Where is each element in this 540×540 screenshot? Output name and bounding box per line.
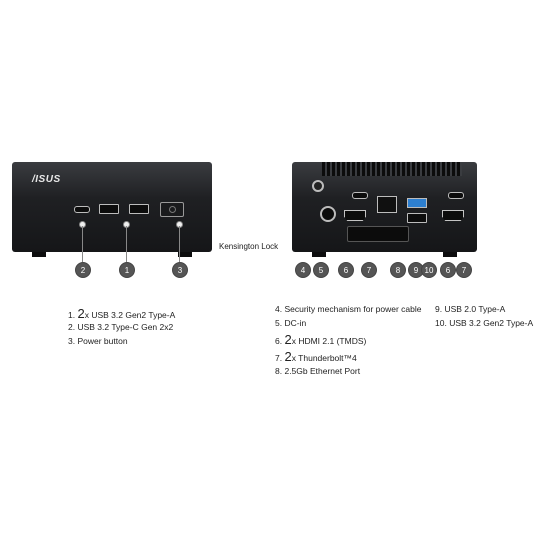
legend-item-10: 10. USB 3.2 Gen2 Type-A (435, 318, 534, 328)
kensington-lock-label: Kensington Lock (219, 242, 279, 251)
back-panel-image (292, 162, 477, 257)
callout-10: 10 (421, 262, 437, 278)
callout-7b: 7 (456, 262, 472, 278)
legend-item-9: 9. USB 2.0 Type-A (435, 304, 506, 314)
hdmi-port-2 (442, 210, 464, 221)
legend-item-2: 2. USB 3.2 Type-C Gen 2x2 (68, 322, 174, 332)
legend-item-1: 1. 2x USB 3.2 Gen2 Type-A (68, 306, 176, 321)
dc-in-port (320, 206, 336, 222)
legend-item-6: 6. 2x HDMI 2.1 (TMDS) (275, 332, 367, 347)
top-vent (322, 162, 462, 176)
ethernet-port (377, 196, 397, 213)
back-foot-right (443, 252, 457, 257)
hdmi-port-1 (344, 210, 366, 221)
legend-item-7: 7. 2x Thunderbolt™4 (275, 349, 357, 364)
usb-a-gen2-port (407, 198, 427, 208)
front-foot-left (32, 252, 46, 257)
callout-1: 1 (119, 262, 135, 278)
usb-a-port-2 (129, 204, 149, 214)
legend-item-3: 3. Power button (68, 336, 128, 346)
callout-5: 5 (313, 262, 329, 278)
callout-6a: 6 (338, 262, 354, 278)
kensington-slot (312, 180, 324, 192)
callout-line-1 (126, 226, 127, 262)
expansion-bay (347, 226, 409, 242)
usb-a-port-1 (99, 204, 119, 214)
callout-6b: 6 (440, 262, 456, 278)
usb-c-port (74, 206, 90, 213)
back-foot-left (312, 252, 326, 257)
usb-2-port (407, 213, 427, 223)
legend-item-8: 8. 2.5Gb Ethernet Port (275, 366, 361, 376)
callout-line-2 (82, 226, 83, 262)
callout-8: 8 (390, 262, 406, 278)
callout-2: 2 (75, 262, 91, 278)
legend-item-5: 5. DC-in (275, 318, 307, 328)
asus-logo: /ISUS (32, 174, 61, 185)
thunderbolt-port-1 (352, 192, 368, 199)
callout-3: 3 (172, 262, 188, 278)
thunderbolt-port-2 (448, 192, 464, 199)
front-foot-right (178, 252, 192, 257)
legend-item-4: 4. Security mechanism for power cable (275, 304, 422, 314)
power-button (160, 202, 184, 217)
callout-line-3 (179, 226, 180, 262)
front-panel-image (12, 162, 212, 257)
callout-4: 4 (295, 262, 311, 278)
callout-7a: 7 (361, 262, 377, 278)
